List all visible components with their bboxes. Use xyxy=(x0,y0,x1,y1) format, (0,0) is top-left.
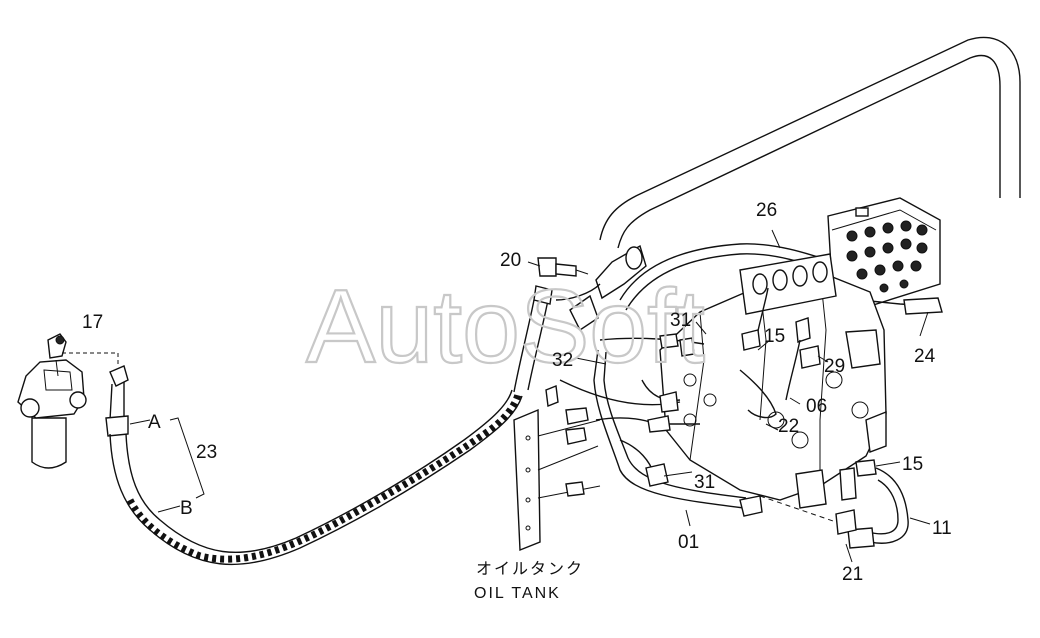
hose-23-fitting xyxy=(533,285,553,305)
oil-tank-plate xyxy=(513,385,601,552)
callout-11: 11 xyxy=(932,518,952,539)
control-valve-body xyxy=(659,253,887,509)
fitting-15-right xyxy=(855,459,877,477)
return-pipe xyxy=(555,36,1021,332)
callout-26: 26 xyxy=(756,200,777,221)
hose-23 xyxy=(105,365,523,566)
callout-23: 23 xyxy=(196,442,217,463)
fitting-29 xyxy=(799,345,821,369)
pipe-01 xyxy=(593,349,745,509)
callout-labels: 17 A 23 B 20 26 31 15 32 29 24 06 22 31 … xyxy=(82,200,952,585)
caption-english: OIL TANK xyxy=(474,585,561,602)
bracket-23 xyxy=(169,417,205,499)
callout-a: A xyxy=(148,412,161,433)
callout-leaders xyxy=(527,229,931,563)
oil-filter-part xyxy=(17,333,87,469)
fitting-21 xyxy=(835,509,857,535)
watermark-text: AutoSoft xyxy=(306,269,705,385)
callout-b: B xyxy=(180,498,193,519)
pipe-31-top xyxy=(599,337,705,345)
callout-01: 01 xyxy=(678,532,699,553)
solenoid-valve-block xyxy=(827,197,941,307)
callout-15-top: 15 xyxy=(764,326,785,347)
hose-11 xyxy=(869,467,909,544)
callout-06: 06 xyxy=(806,396,827,417)
elbow-20-part xyxy=(537,257,589,277)
callout-24: 24 xyxy=(914,346,936,367)
leader-17 xyxy=(62,352,119,366)
callout-29: 29 xyxy=(824,356,845,377)
callout-21: 21 xyxy=(842,564,863,585)
caption-japanese: オイルタンク xyxy=(476,560,584,578)
callout-32: 32 xyxy=(552,350,573,371)
callout-17: 17 xyxy=(82,312,103,333)
hose-23-upper xyxy=(513,299,535,393)
callout-31-bottom: 31 xyxy=(694,472,715,493)
callout-31-top: 31 xyxy=(670,310,691,331)
callout-15-right: 15 xyxy=(902,454,923,475)
callout-20: 20 xyxy=(500,250,521,271)
callout-22: 22 xyxy=(778,416,799,437)
